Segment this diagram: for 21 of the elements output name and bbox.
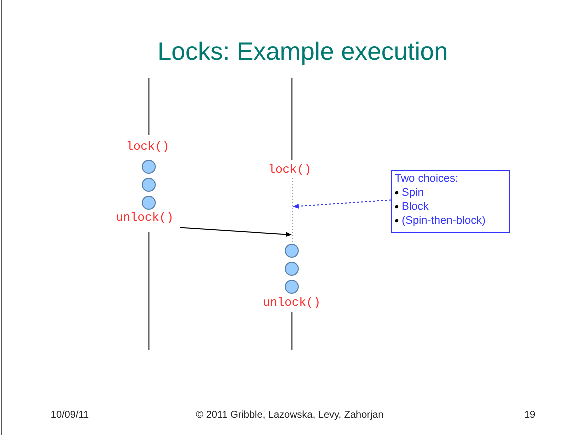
bullet-text: Block <box>402 201 429 213</box>
bullet-text: Spin <box>402 187 424 199</box>
note-heading: Two choices: <box>395 172 460 186</box>
thread-circle <box>285 280 299 294</box>
thread-circle <box>142 196 156 210</box>
date-text: 10/09/11 <box>50 410 90 422</box>
note-box <box>391 170 510 233</box>
copyright-text: © 2011 Gribble, Lazowska, Levy, Zahorjan <box>195 410 385 422</box>
code-text: unlock() <box>110 211 180 225</box>
code-text: unlock() <box>262 296 322 310</box>
thread-circle <box>142 160 156 174</box>
page-number: 19 <box>523 410 537 422</box>
arrow <box>180 227 292 238</box>
code-text: lock() <box>125 140 171 154</box>
thread-circle <box>142 178 156 192</box>
slide-title: Locks: Example execution <box>156 38 450 67</box>
leader-line <box>293 200 392 209</box>
bullet-text: (Spin-then-block) <box>402 215 486 227</box>
thread-circle <box>285 262 299 276</box>
code-text: lock() <box>267 163 313 177</box>
thread-circle <box>285 244 299 258</box>
